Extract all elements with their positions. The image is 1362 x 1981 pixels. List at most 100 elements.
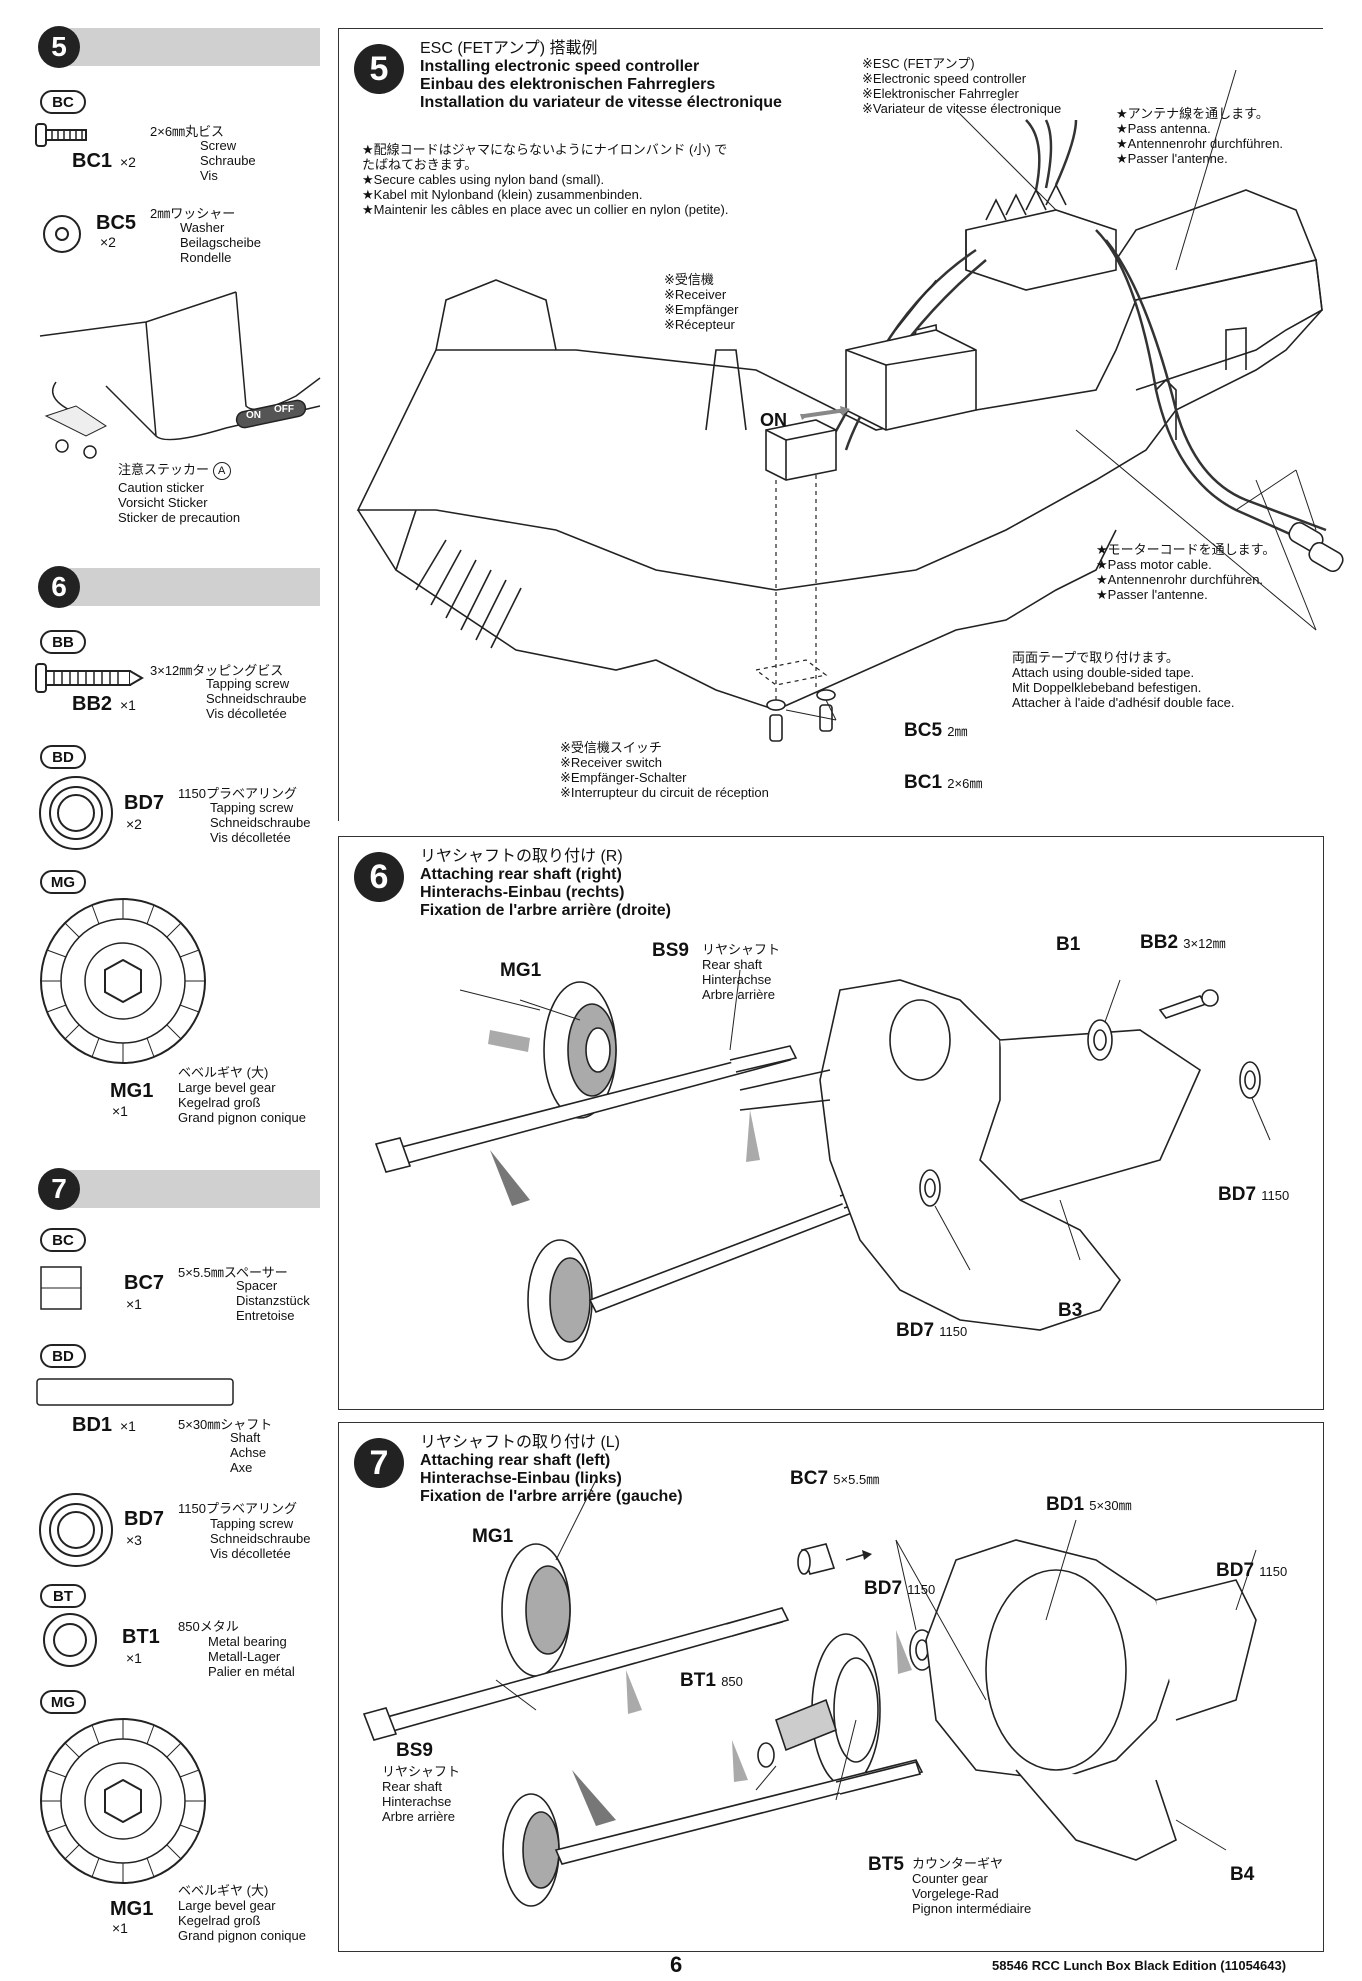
- bd7-step7-code: BD7: [124, 1508, 165, 1530]
- panel7-bs9-code: BS9: [396, 1740, 433, 1761]
- metal-bearing-icon: [43, 1613, 97, 1667]
- product-code: 58546 RCC Lunch Box Black Edition (11054…: [992, 1958, 1287, 1973]
- chassis-esc-illustration: [356, 69, 1344, 742]
- bt1-code: BT1: [122, 1626, 160, 1648]
- cable-note: ★配線コードはジャマにならないようにナイロンバンド (小) でたばねておきます。…: [362, 142, 729, 217]
- bag-bc-label: BC: [40, 90, 86, 114]
- bd7-code: BD7: [124, 792, 165, 814]
- panel5-bc5-label: BC5 2㎜: [904, 720, 968, 741]
- rear-shaft-right-illustration: [374, 969, 1271, 1361]
- step6-number: 6: [38, 566, 80, 608]
- bd1-spec: 5×30㎜シャフト: [178, 1417, 273, 1432]
- bd1-qty: ×1: [120, 1418, 136, 1434]
- bc1-qty: ×2: [120, 154, 136, 170]
- step5-number: 5: [38, 26, 80, 68]
- panel6-title: リヤシャフトの取り付け (R) Attaching rear shaft (ri…: [420, 848, 671, 919]
- panel7-mg1-label: MG1: [472, 1526, 514, 1547]
- screw-icon: [35, 123, 87, 147]
- bd7-qty: ×2: [126, 816, 142, 832]
- bd7-step7-qty: ×3: [126, 1532, 142, 1548]
- receiver-label: ※受信機※Receiver ※Empfänger※Récepteur: [664, 272, 739, 332]
- mg1-step7-qty: ×1: [112, 1920, 128, 1936]
- panel5-title: ESC (FETアンプ) 搭載例 Installing electronic s…: [420, 40, 782, 111]
- bevel-gear-icon-2: [40, 1718, 206, 1884]
- bag-mg-label: MG: [40, 870, 86, 894]
- mg1-step7-spec: ベベルギヤ (大): [178, 1883, 269, 1898]
- switch-label: ※受信機スイッチ※Receiver switch ※Empfänger-Scha…: [560, 740, 769, 800]
- panel7-title: リヤシャフトの取り付け (L) Attaching rear shaft (le…: [420, 1434, 683, 1505]
- bb2-spec: 3×12㎜タッピングビス: [150, 663, 284, 678]
- tapping-screw-icon: [35, 663, 144, 693]
- sticker-off-text: OFF: [274, 404, 294, 415]
- tape-note: 両面テープで取り付けます。Attach using double-sided t…: [1012, 650, 1235, 710]
- rear-shaft-left-illustration: [362, 1479, 1257, 1907]
- bd7-step7-spec: 1150プラベアリング: [178, 1501, 297, 1516]
- on-arrow-icon: [800, 406, 850, 420]
- shaft-icon: [36, 1378, 234, 1406]
- bag-mg7-label: MG: [40, 1690, 86, 1714]
- panel6-b3-label: B3: [1058, 1300, 1083, 1321]
- bc7-code: BC7: [124, 1272, 165, 1294]
- motor-note: ★モーターコードを通します。★Pass motor cable. ★Antenn…: [1096, 542, 1276, 602]
- panel7-bd1-label: BD1 5×30㎜: [1046, 1494, 1132, 1515]
- bevel-gear-icon: [40, 898, 206, 1064]
- bag-bd-label: BD: [40, 745, 86, 769]
- bt1-spec: 850メタル: [178, 1619, 239, 1634]
- step7-header-bar: [52, 1170, 320, 1208]
- panel6-b1-label: B1: [1056, 934, 1081, 955]
- panel7-bd7-mid-label: BD7 1150: [864, 1578, 936, 1599]
- esc-label: ※ESC (FETアンプ)※Electronic speed controlle…: [862, 56, 1062, 116]
- bb2-code: BB2: [72, 693, 113, 715]
- panel5-bc1-label: BC1 2×6㎜: [904, 772, 983, 793]
- bc7-qty: ×1: [126, 1296, 142, 1312]
- panel7-bd7-right-label: BD7 1150: [1216, 1560, 1288, 1581]
- bag-bd1-label: BD: [40, 1344, 86, 1368]
- bc1-spec: 2×6㎜丸ビス: [150, 124, 225, 139]
- step7-panel: [338, 1422, 1324, 1952]
- mg1-step7-code: MG1: [110, 1898, 154, 1920]
- sticker-badge: A: [212, 462, 231, 480]
- panel7-bc7-label: BC7 5×5.5㎜: [790, 1468, 880, 1489]
- washer-icon: [43, 215, 81, 253]
- panel6-bs9-code: BS9: [652, 940, 689, 961]
- panel6-number: 6: [354, 852, 404, 902]
- mg1-code: MG1: [110, 1080, 154, 1102]
- bag-bt-label: BT: [40, 1584, 86, 1608]
- antenna-note: ★アンテナ線を通します。★Pass antenna. ★Antennenrohr…: [1116, 106, 1284, 166]
- page-number: 6: [670, 1952, 683, 1977]
- step6-header-bar: [52, 568, 320, 606]
- bag-bc7-label: BC: [40, 1228, 86, 1252]
- bearing-icon-2: [39, 1493, 113, 1567]
- bc5-spec: 2㎜ワッシャー: [150, 206, 236, 221]
- on-label: ON: [760, 410, 787, 430]
- chassis-sticker-illustration: [39, 291, 321, 459]
- panel7-bt1-label: BT1 850: [680, 1670, 743, 1691]
- bc5-qty: ×2: [100, 234, 116, 250]
- step6-panel: [338, 836, 1324, 1410]
- step5-header-bar: [52, 28, 320, 66]
- panel6-bb2-label: BB2 3×12㎜: [1140, 932, 1226, 953]
- bd7-spec: 1150プラベアリング: [178, 786, 297, 801]
- spacer-icon: [40, 1266, 82, 1310]
- bc1-code: BC1: [72, 150, 113, 172]
- panel6-mg1-label: MG1: [500, 960, 542, 981]
- bd1-code: BD1: [72, 1414, 113, 1436]
- bc7-spec: 5×5.5㎜スペーサー: [178, 1265, 288, 1280]
- panel6-bd7-right-label: BD7 1150: [1218, 1184, 1290, 1205]
- bb2-qty: ×1: [120, 697, 136, 713]
- panel7-b4-label: B4: [1230, 1864, 1255, 1885]
- step5-panel: [338, 28, 1323, 821]
- mg1-qty: ×1: [112, 1103, 128, 1119]
